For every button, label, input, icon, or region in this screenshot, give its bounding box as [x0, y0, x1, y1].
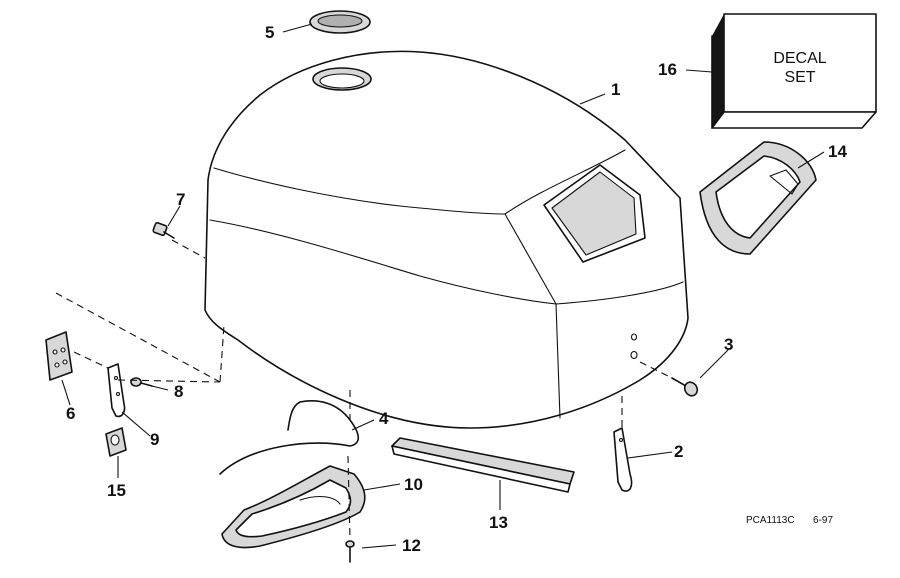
callout-13: 13 [489, 513, 508, 532]
callout-4: 4 [379, 409, 389, 428]
decal-set-label-line2: SET [784, 69, 815, 86]
lower-pan-10-part [221, 465, 366, 549]
callout-14: 14 [828, 142, 847, 161]
reference-date-text: 6-97 [813, 515, 833, 526]
leader-lines [61, 23, 825, 549]
callout-7: 7 [176, 190, 185, 209]
latch-bracket-2-part [613, 427, 633, 492]
plate-6-part [45, 331, 73, 381]
bracket-9-part [107, 363, 126, 418]
assembly-dashed-lines [55, 239, 673, 541]
seal-cord-4-part [219, 400, 360, 475]
screw-12-part [345, 540, 355, 563]
callout-6: 6 [66, 404, 75, 423]
callout-8: 8 [174, 382, 183, 401]
window-frame-part [699, 141, 817, 255]
reference-code: PCA1113C 6-97 [746, 515, 833, 526]
screw-7-part [152, 222, 175, 239]
reference-code-text: PCA1113C [746, 515, 795, 526]
callout-3: 3 [724, 335, 733, 354]
rail-13-part [391, 437, 575, 493]
callout-5: 5 [265, 23, 274, 42]
screw-8-part [130, 377, 153, 387]
callout-9: 9 [150, 430, 159, 449]
callout-15: 15 [107, 481, 126, 500]
decal-set-label-line1: DECAL [773, 50, 826, 67]
callout-12: 12 [402, 536, 421, 555]
callout-10: 10 [404, 475, 423, 494]
callout-1: 1 [611, 80, 620, 99]
bolt-3-part [671, 377, 699, 397]
decal-set-part: DECAL SET [711, 13, 877, 129]
callout-16: 16 [658, 60, 677, 79]
clip-15-part [105, 427, 127, 457]
cap-part [309, 10, 371, 34]
callout-labels: 1 2 3 4 5 6 7 8 9 10 12 13 14 15 16 [66, 23, 847, 555]
callout-2: 2 [674, 442, 683, 461]
motor-cover-part [204, 50, 689, 429]
